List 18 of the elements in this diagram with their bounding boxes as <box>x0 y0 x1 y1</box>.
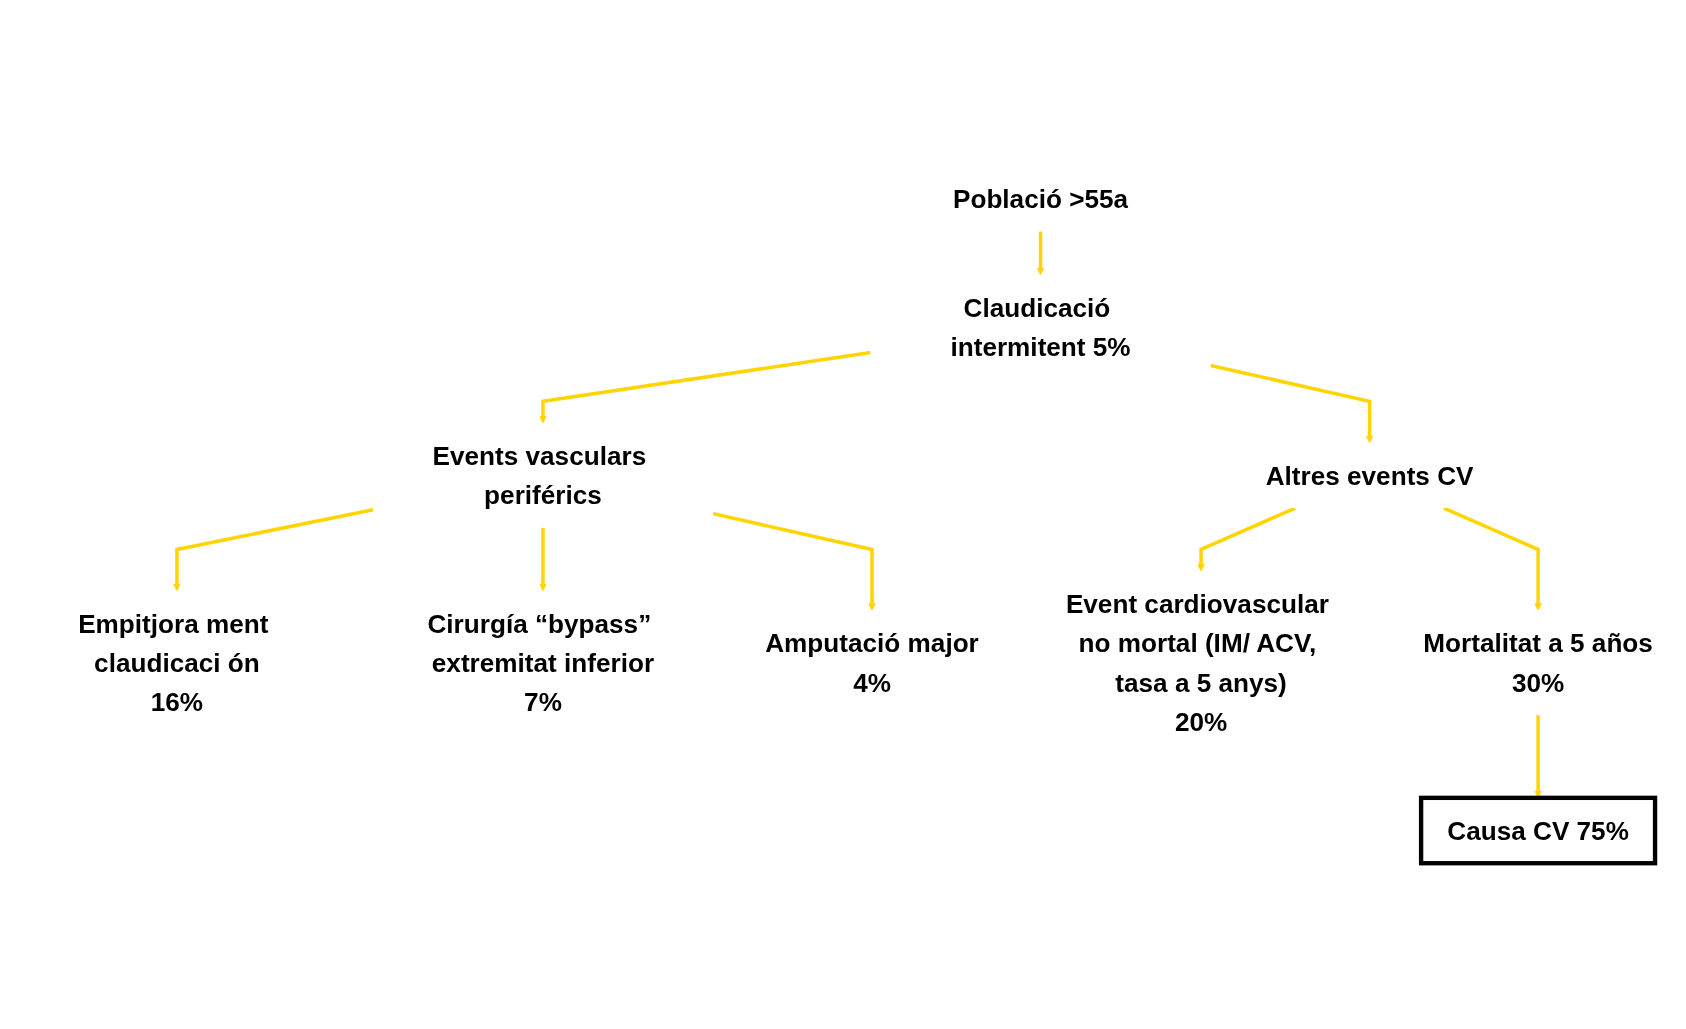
node-text: Event cardiovascular no mortal (IM/ ACV, tasa a 5 anys) 20% <box>1065 589 1329 736</box>
arrow <box>1197 506 1296 572</box>
node-text: Claudicació intermitent 5% <box>950 293 1131 362</box>
node-text: Empitjora ment claudicaci ón 16% <box>78 609 269 717</box>
arrow <box>173 507 374 592</box>
arrow <box>1036 231 1045 276</box>
node-text: Events vasculars periférics <box>432 441 647 510</box>
arrow <box>539 350 871 424</box>
node-text: Població >55a <box>952 184 1129 213</box>
arrow <box>1443 506 1542 611</box>
node-box: Causa CV 75% <box>1418 795 1658 866</box>
node-text: Amputació major 4% <box>765 628 979 697</box>
node-text: Mortalitat a 5 años 30% <box>1423 628 1653 697</box>
node-text: Cirurgía “bypass” extremitat inferior 7% <box>427 609 655 717</box>
arrow <box>1210 363 1374 443</box>
node-text: Altres events CV <box>1265 460 1474 490</box>
arrow <box>539 527 547 592</box>
arrow <box>712 511 876 611</box>
